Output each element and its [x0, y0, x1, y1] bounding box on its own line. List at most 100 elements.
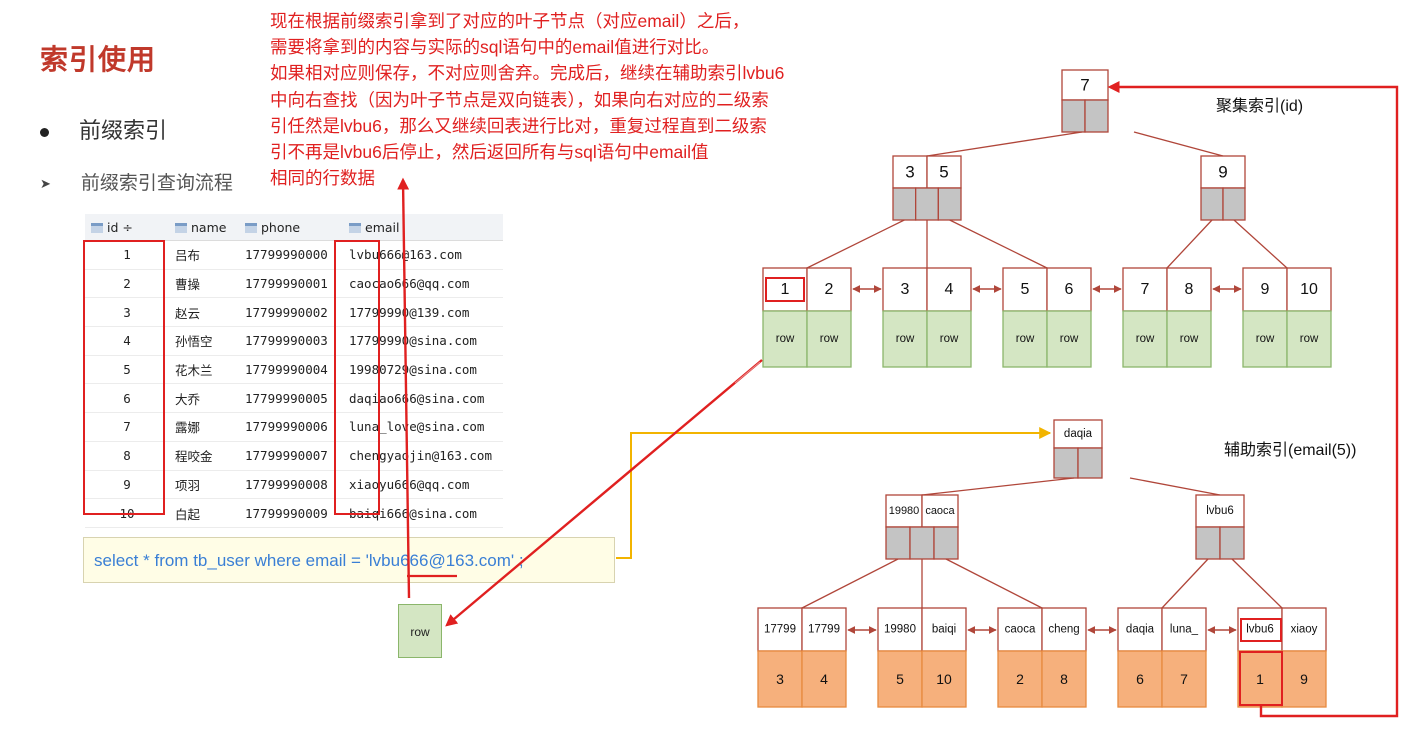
cell-phone: 17799990006 [239, 412, 343, 442]
column-icon [175, 223, 187, 233]
tree-edge [945, 558, 1043, 609]
row-lookup-guide [734, 361, 761, 384]
leaf-key-cell [801, 607, 847, 652]
cell-id: 8 [85, 441, 169, 471]
cell-email: daqiao666@sina.com [343, 383, 503, 414]
cell-phone: 17799990008 [239, 470, 343, 500]
index-key-cell [885, 494, 923, 528]
leaf-value-label: 4 [820, 671, 828, 687]
page-title: 索引使用 [40, 44, 157, 75]
leaf-key-cell [1002, 267, 1048, 312]
cell-phone: 17799990004 [239, 355, 343, 385]
cell-id: 9 [85, 470, 169, 500]
column-header-id[interactable]: id ÷ [85, 214, 169, 241]
column-header-name[interactable]: name [169, 214, 239, 241]
cell-name: 吕布 [169, 240, 239, 270]
cell-name: 露娜 [169, 412, 239, 442]
index-key-label: caoca [925, 505, 955, 517]
annotation-note: 现在根据前缀索引拿到了对应的叶子节点（对应email）之后， 需要将拿到的内容与… [270, 8, 920, 191]
column-icon [349, 223, 361, 233]
leaf-value-cell [806, 310, 852, 368]
key-column-icon [91, 223, 103, 233]
row-lookup-arrow [445, 359, 763, 627]
leaf-key-label: baiqi [932, 624, 956, 636]
pointer-cell [1061, 99, 1086, 133]
leaf-value-label: row [820, 333, 839, 345]
leaf-value-label: 1 [1256, 671, 1264, 687]
leaf-key-label: 3 [901, 281, 910, 298]
note-line: 现在根据前缀索引拿到了对应的叶子节点（对应email）之后， [270, 11, 750, 31]
cell-id: 4 [85, 326, 169, 356]
highlight-lvbu6-box [1240, 618, 1282, 642]
leaf-key-label: cheng [1048, 624, 1079, 636]
bullet-query-flow: ➤前缀索引查询流程 [40, 168, 233, 195]
note-line: 中向右查找（因为叶子节点是双向链表），如果向右对应的二级索 [270, 89, 769, 110]
leaf-value-cell [926, 310, 972, 368]
leaf-key-label: lvbu6 [1246, 624, 1274, 636]
cell-email: 19980729@sina.com [343, 355, 503, 385]
leaf-key-label: 4 [945, 281, 954, 298]
index-key-label: 19980 [889, 505, 920, 517]
cell-phone: 17799990007 [239, 441, 343, 471]
cell-phone: 17799990002 [239, 297, 343, 328]
tree-edge [806, 219, 905, 269]
tree-edge [1166, 219, 1213, 269]
leaf-key-cell [1166, 267, 1212, 312]
tree-edge [1231, 558, 1283, 609]
leaf-value-label: row [1180, 333, 1199, 345]
leaf-value-cell [997, 650, 1043, 708]
pointer-cell [1195, 526, 1221, 560]
index-key-label: 9 [1218, 163, 1227, 182]
cell-id: 3 [85, 297, 169, 328]
result-row-box: row [398, 604, 442, 658]
column-header-phone[interactable]: phone [239, 214, 343, 241]
leaf-value-cell [1286, 310, 1332, 368]
pointer-cell [885, 526, 911, 560]
note-line: 引不再是lvbu6后停止，然后返回所有与sql语句中email值 [270, 142, 709, 163]
leaf-key-cell [1122, 267, 1168, 312]
cell-phone: 17799990003 [239, 326, 343, 356]
leaf-key-label: 10 [1300, 281, 1318, 298]
column-header-email[interactable]: email [343, 214, 503, 241]
cell-phone: 17799990005 [239, 383, 343, 414]
cell-phone: 17799990009 [239, 498, 343, 528]
leaf-key-label: 2 [825, 281, 834, 298]
leaf-value-label: row [1060, 333, 1079, 345]
leaf-value-label: 5 [896, 671, 904, 687]
leaf-key-cell [882, 267, 928, 312]
highlight-id-1-box [765, 277, 805, 302]
leaf-key-label: 1 [781, 281, 790, 298]
leaf-value-cell [1166, 310, 1212, 368]
leaf-value-label: 3 [776, 671, 784, 687]
bullet-main-label: 前缀索引 [79, 118, 168, 143]
tree-edge [949, 219, 1048, 269]
leaf-key-cell [1286, 267, 1332, 312]
tree-edge [801, 558, 899, 609]
note-line: 引任然是lvbu6，那么又继续回表进行比对，重复过程直到二级索 [270, 115, 767, 136]
cell-id: 7 [85, 412, 169, 442]
index-key-cell [892, 155, 928, 189]
tree-edge [1233, 219, 1288, 269]
cell-email: 17799990@sina.com [343, 326, 503, 356]
cell-email: 17799990@139.com [343, 297, 503, 328]
leaf-key-cell [806, 267, 852, 312]
table-header-row: id ÷ name phone email [85, 214, 503, 241]
leaf-key-cell [1161, 607, 1207, 652]
leaf-key-cell [1046, 267, 1092, 312]
back-to-table-arrow [1107, 81, 1399, 718]
cell-id: 2 [85, 269, 169, 299]
pointer-cell [1084, 99, 1109, 133]
leaf-value-cell [757, 650, 803, 708]
leaf-value-label: 2 [1016, 671, 1024, 687]
